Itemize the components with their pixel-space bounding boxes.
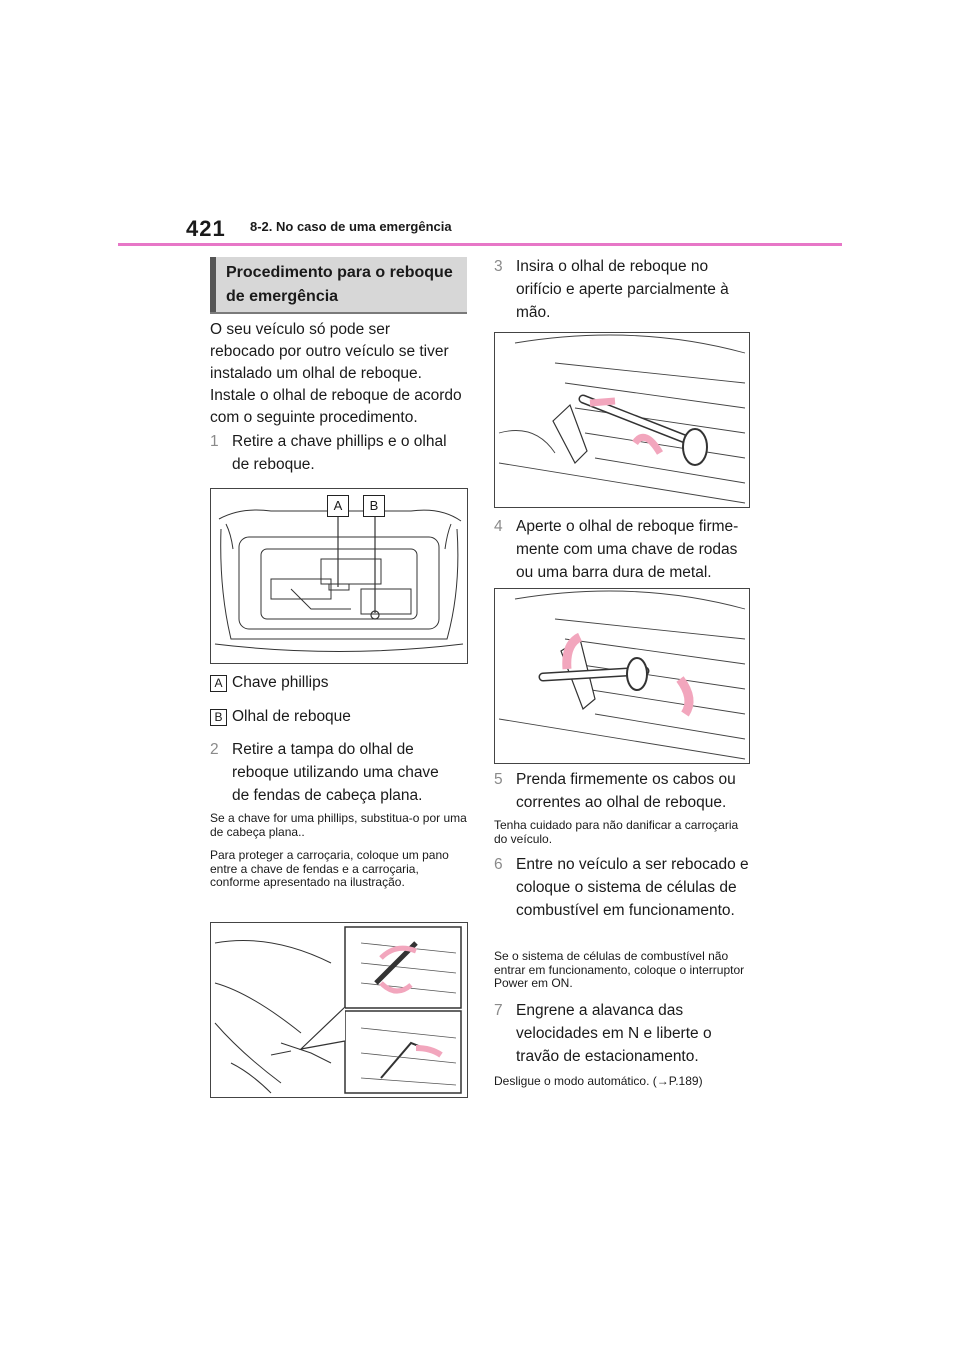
trunk-illustration	[214, 509, 464, 652]
section-rule	[210, 312, 467, 314]
intro-line: Instale o olhal de reboque de acordo	[210, 387, 462, 404]
section-title-text: Procedimento para o reboque de emergênci…	[226, 264, 453, 305]
step-text: Engrene a alavanca das velocidades em N …	[516, 1002, 712, 1065]
step-number: 6	[494, 856, 503, 873]
step-text: Prenda firmemente os cabos ou correntes …	[516, 771, 736, 811]
step-3: 3 Insira o olhal de reboque no orifício …	[494, 255, 744, 324]
step-7: 7 Engrene a alavanca das velocidades em …	[494, 999, 750, 1068]
step-6: 6 Entre no veículo a ser rebocado e colo…	[494, 853, 750, 922]
step-number: 2	[210, 741, 219, 758]
section-title: Procedimento para o reboque de emergênci…	[210, 257, 467, 312]
step-1: 1 Retire a chave phillips e o olhal de r…	[210, 430, 460, 476]
step-2: 2 Retire a tampa do olhal de reboque uti…	[210, 738, 460, 807]
note-step2-a: Se a chave for uma phillips, substitua-o…	[210, 811, 467, 839]
note-step7: Desligue o modo automático. (→P.189)	[494, 1074, 703, 1088]
step-number: 4	[494, 518, 503, 535]
step-number: 3	[494, 258, 503, 275]
running-header: 8-2. No caso de uma emergência	[250, 219, 452, 234]
intro-line: instalado um olhal de reboque.	[210, 365, 422, 382]
legend-key: A	[210, 675, 227, 692]
tighten-hook-illustration	[498, 590, 746, 760]
step-number: 5	[494, 771, 503, 788]
legend-key: B	[210, 709, 227, 726]
step-text: Insira o olhal de reboque no orifício e …	[516, 258, 729, 321]
legend-item-A: A Chave phillips	[210, 673, 460, 693]
step-4: 4 Aperte o olhal de reboque firme- mente…	[494, 515, 750, 584]
figure-tighten-hook	[494, 588, 750, 764]
intro-line: O seu veículo só pode ser	[210, 321, 391, 338]
step-number: 7	[494, 1002, 503, 1019]
figure-insert-hook	[494, 332, 750, 508]
cover-removal-illustration	[214, 926, 462, 1094]
note-step6: Se o sistema de células de combustível n…	[494, 949, 745, 990]
intro-line: com o seguinte procedimento.	[210, 409, 418, 426]
page-number: 421	[186, 216, 226, 241]
legend-label: Chave phillips	[232, 674, 329, 691]
note-step5: Tenha cuidado para não danificar a carro…	[494, 818, 739, 846]
step-text: Entre no veículo a ser rebocado e coloqu…	[516, 856, 749, 919]
callout-A: A	[327, 495, 349, 517]
legend-item-B: B Olhal de reboque	[210, 707, 460, 727]
insert-hook-illustration	[498, 334, 746, 504]
intro-line: rebocado por outro veículo se tiver	[210, 343, 449, 360]
step-text: Aperte o olhal de reboque firme- mente c…	[516, 518, 739, 581]
legend-label: Olhal de reboque	[232, 708, 351, 725]
note-step2-b: Para proteger a carroçaria, coloque um p…	[210, 848, 449, 889]
step-5: 5 Prenda firmemente os cabos ou corrente…	[494, 768, 750, 814]
step-number: 1	[210, 433, 219, 450]
step-text: Retire a tampa do olhal de reboque utili…	[232, 741, 439, 804]
header-rule	[118, 243, 842, 246]
intro-paragraph: O seu veículo só pode ser rebocado por o…	[210, 319, 472, 429]
figure-cover-removal	[210, 922, 468, 1098]
callout-B: B	[363, 495, 385, 517]
figure-trunk-tools: A B	[210, 488, 468, 664]
step-text: Retire a chave phillips e o olhal de reb…	[232, 433, 447, 473]
